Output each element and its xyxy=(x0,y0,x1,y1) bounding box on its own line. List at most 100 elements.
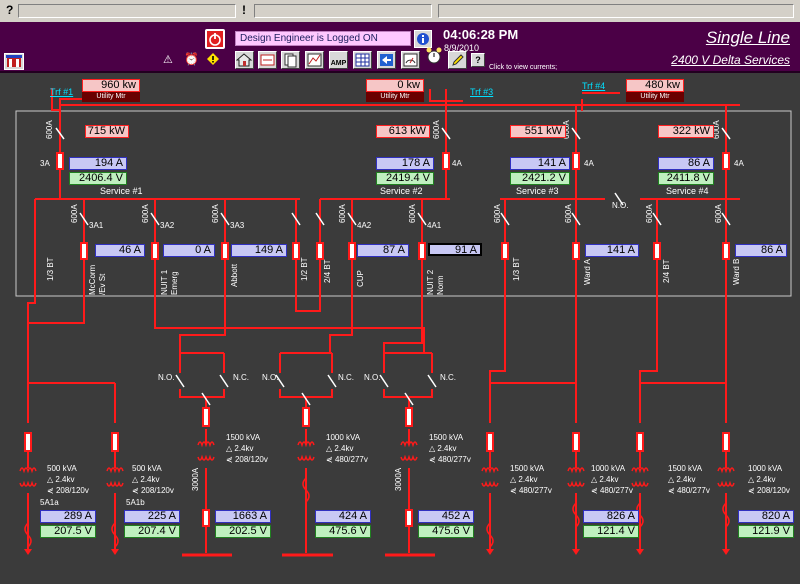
xfmr-1-id: 5A1a xyxy=(40,498,59,508)
click-hint: Click to view currents; xyxy=(489,64,557,71)
tie-3-nc: N.C. xyxy=(440,373,456,383)
help-icon[interactable]: ? xyxy=(471,53,485,67)
xfmr-1-hv-val: 2.4kv xyxy=(55,475,74,484)
xfmr-7-hv-val: 2.4kv xyxy=(599,475,618,484)
xfmr-3-breaker: 3000A xyxy=(191,468,201,491)
service-2-volts: 2419.4 V xyxy=(376,172,434,185)
caution-icon[interactable] xyxy=(207,52,219,64)
xfmr-7-volts: 121.4 V xyxy=(583,525,639,538)
xfmr-9-volts: 121.9 V xyxy=(738,525,794,538)
feeder-2-breaker: 600A xyxy=(141,204,151,223)
feeder-8-amps: 141 A xyxy=(585,244,639,257)
page-subtitle: 2400 V Delta Services xyxy=(630,53,790,67)
xfmr-9-hv: △ 2.4kv xyxy=(748,475,776,485)
xfmr-6-kva: 1500 kVA xyxy=(510,464,544,474)
feeder-3-amps: 149 A xyxy=(231,244,287,257)
feeder-2-id: 3A2 xyxy=(160,221,174,231)
meter-icon[interactable] xyxy=(401,51,420,69)
trf-3-link[interactable]: Trf #3 xyxy=(470,87,493,97)
warning-icon[interactable]: ⚠ xyxy=(163,53,173,66)
service-3-fuse: 4A xyxy=(584,159,594,169)
utility-1-label: Utility Mtr xyxy=(82,92,140,102)
home-icon[interactable] xyxy=(235,51,254,69)
trf-4-link[interactable]: Trf #4 xyxy=(582,81,605,91)
xfmr-5-breaker: 3000A xyxy=(394,468,404,491)
service-tie-no: N.O. xyxy=(612,201,628,211)
xfmr-9-hv-val: 2.4kv xyxy=(756,475,775,484)
login-status: Design Engineer is Logged ON xyxy=(235,31,411,46)
xfmr-1-hv: △ 2.4kv xyxy=(47,475,75,485)
xfmr-5-lv-val: 480/277v xyxy=(438,455,471,464)
xfmr-9-lv-val: 208/120v xyxy=(757,486,790,495)
feeder-8-breaker: 600A xyxy=(564,204,574,223)
status-bar: ? ! xyxy=(0,0,800,23)
table-icon[interactable] xyxy=(353,51,372,69)
diagram-lines xyxy=(0,73,800,584)
xfmr-4-lv: ⋞ 480/277v xyxy=(326,455,368,465)
status-field-3 xyxy=(438,4,794,18)
alarm-clock-icon[interactable]: ⏰ xyxy=(184,52,199,66)
xfmr-5-kva: 1500 kVA xyxy=(429,433,463,443)
xfmr-1-lv-val: 208/120v xyxy=(56,486,89,495)
page-title: Single Line xyxy=(690,28,790,48)
xfmr-4-volts: 475.6 V xyxy=(315,525,371,538)
tie-2-nc: N.C. xyxy=(338,373,354,383)
logo-icon[interactable] xyxy=(4,53,24,70)
pen-icon[interactable] xyxy=(448,51,467,69)
xfmr-6-lv: ⋞ 480/277v xyxy=(510,486,552,496)
xfmr-9-kva: 1000 kVA xyxy=(748,464,782,474)
feeder-5-bt: 2/4 BT xyxy=(323,259,333,283)
feeder-7-bt: 1/3 BT xyxy=(512,257,522,281)
xfmr-7-hv: △ 2.4kv xyxy=(591,475,619,485)
xfmr-3-volts: 202.5 V xyxy=(215,525,271,538)
tie-1-no: N.O. xyxy=(158,373,174,383)
xfmr-8-kva: 1500 kVA xyxy=(668,464,702,474)
xfmr-3-lv-val: 208/120v xyxy=(235,455,268,464)
utility-2-kw: 0 kw xyxy=(366,79,424,92)
feeder-7-breaker: 600A xyxy=(493,204,503,223)
feeder-1-breaker: 600A xyxy=(70,204,80,223)
header-bar: Design Engineer is Logged ON 04:06:28 PM… xyxy=(0,22,800,73)
status-field-1 xyxy=(18,4,236,18)
service-1-volts: 2406.4 V xyxy=(69,172,127,185)
service-2-name: Service #2 xyxy=(380,186,423,196)
help-glyph: ? xyxy=(6,3,13,17)
xfmr-5-amps: 452 A xyxy=(418,510,474,523)
alarm-icon[interactable] xyxy=(425,46,443,66)
xfmr-4-hv-val: 2.4kv xyxy=(334,444,353,453)
service-4-name: Service #4 xyxy=(666,186,709,196)
feeder-8-label: Ward A xyxy=(583,259,593,285)
service-4-fuse: 4A xyxy=(734,159,744,169)
xfmr-3-kva: 1500 kVA xyxy=(226,433,260,443)
amp-icon[interactable]: AMP xyxy=(329,51,348,69)
tie-3-no: N.O. xyxy=(364,373,380,383)
graph-icon[interactable] xyxy=(305,51,324,69)
power-icon[interactable] xyxy=(205,29,225,49)
panel-icon[interactable] xyxy=(258,51,277,69)
pages-icon[interactable] xyxy=(281,51,300,69)
xfmr-8-hv-val: 2.4kv xyxy=(676,475,695,484)
service-1-amps: 194 A xyxy=(69,157,127,170)
xfmr-1-volts: 207.5 V xyxy=(40,525,96,538)
xfmr-3-lv: ⋞ 208/120v xyxy=(226,455,268,465)
feeder-9-breaker: 600A xyxy=(645,204,655,223)
service-3-amps: 141 A xyxy=(510,157,570,170)
service-2-amps: 178 A xyxy=(376,157,434,170)
clock-time: 04:06:28 PM xyxy=(443,27,518,42)
xfmr-7-kva: 1000 kVA xyxy=(591,464,625,474)
service-3-volts: 2421.2 V xyxy=(510,172,570,185)
back-icon[interactable] xyxy=(377,51,396,69)
xfmr-7-lv: ⋞ 480/277v xyxy=(591,486,633,496)
feeder-5-label: CUP xyxy=(356,270,366,287)
xfmr-5-lv: ⋞ 480/277v xyxy=(429,455,471,465)
xfmr-2-lv: ⋞ 208/120v xyxy=(132,486,174,496)
feeder-6-label: NUIT 2 Norm xyxy=(426,255,446,295)
feeder-3-id: 3A3 xyxy=(230,221,244,231)
xfmr-7-amps: 826 A xyxy=(583,510,639,523)
service-4-volts: 2411.8 V xyxy=(658,172,714,185)
trf-1-link[interactable]: Trf #1 xyxy=(50,87,73,97)
feeder-10-breaker: 600A xyxy=(714,204,724,223)
service-1-breaker: 600A xyxy=(45,120,55,139)
xfmr-7-lv-val: 480/277v xyxy=(600,486,633,495)
service-3-kw: 551 kW xyxy=(510,125,566,138)
